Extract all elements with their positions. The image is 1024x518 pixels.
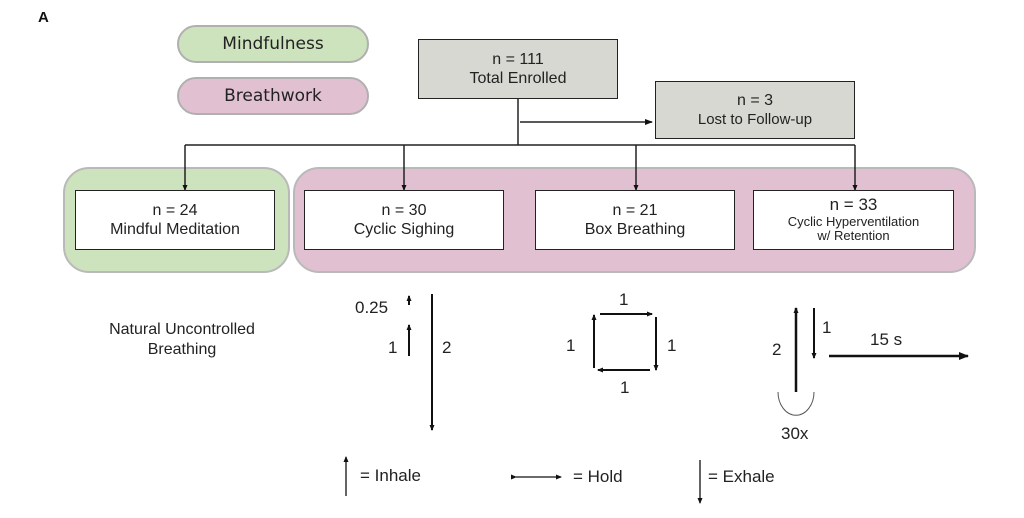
group-n: n = 21 (612, 201, 658, 219)
total-enrolled-label: Total Enrolled (469, 70, 567, 87)
hyper-repeats-value: 30x (781, 424, 809, 443)
total-enrolled-n: n = 111 (492, 50, 544, 68)
group-label: Mindful Meditation (110, 221, 240, 238)
group-box-cyclic-hyperventilation: n = 33 Cyclic Hyperventilation w/ Retent… (753, 190, 954, 250)
group-box-box-breathing: n = 21 Box Breathing (535, 190, 735, 250)
group-label-line1: Cyclic Hyperventilation (787, 214, 920, 230)
sigh-inhale-2-value: 0.25 (355, 298, 389, 317)
lost-n: n = 3 (736, 92, 774, 110)
box-top-value: 1 (619, 290, 629, 309)
box-bottom-value: 1 (620, 378, 630, 397)
group-label-line2: w/ Retention (817, 228, 890, 244)
natural-breathing-label: Natural Uncontrolled Breathing (82, 320, 282, 360)
sigh-exhale-value: 2 (442, 338, 452, 357)
repeat-loop (777, 391, 815, 416)
sigh-inhale-1-value: 1 (388, 338, 398, 357)
key-exhale-label: = Exhale (708, 467, 775, 486)
group-n: n = 24 (152, 201, 198, 219)
lost-to-follow-up-box: n = 3 Lost to Follow-up (655, 81, 855, 139)
cyclic-sighing-pattern (406, 294, 435, 431)
key-hold-label: = Hold (573, 467, 623, 486)
box-right-value: 1 (667, 336, 677, 355)
group-n: n = 33 (829, 195, 878, 215)
box-breathing-pattern (591, 311, 659, 373)
hyper-exhale-value: 1 (822, 318, 832, 337)
group-label: Cyclic Sighing (353, 221, 455, 238)
box-left-value: 1 (566, 336, 576, 355)
total-enrolled-box: n = 111 Total Enrolled (418, 39, 618, 99)
group-box-cyclic-sighing: n = 30 Cyclic Sighing (304, 190, 504, 250)
legend-mindfulness: Mindfulness (177, 25, 369, 63)
hyperventilation-pattern (777, 307, 969, 416)
hyper-inhale-value: 2 (772, 340, 782, 359)
natural-breathing-line2: Breathing (147, 341, 217, 358)
hyper-hold-value: 15 s (870, 330, 903, 349)
panel-label: A (38, 9, 49, 26)
group-n: n = 30 (381, 201, 427, 219)
lost-label: Lost to Follow-up (697, 110, 813, 128)
legend-breathwork: Breathwork (177, 77, 369, 115)
key-inhale-label: = Inhale (360, 466, 421, 485)
group-label: Box Breathing (584, 221, 686, 238)
natural-breathing-line1: Natural Uncontrolled (109, 321, 255, 338)
key-arrows (343, 456, 703, 504)
group-box-mindful-meditation: n = 24 Mindful Meditation (75, 190, 275, 250)
